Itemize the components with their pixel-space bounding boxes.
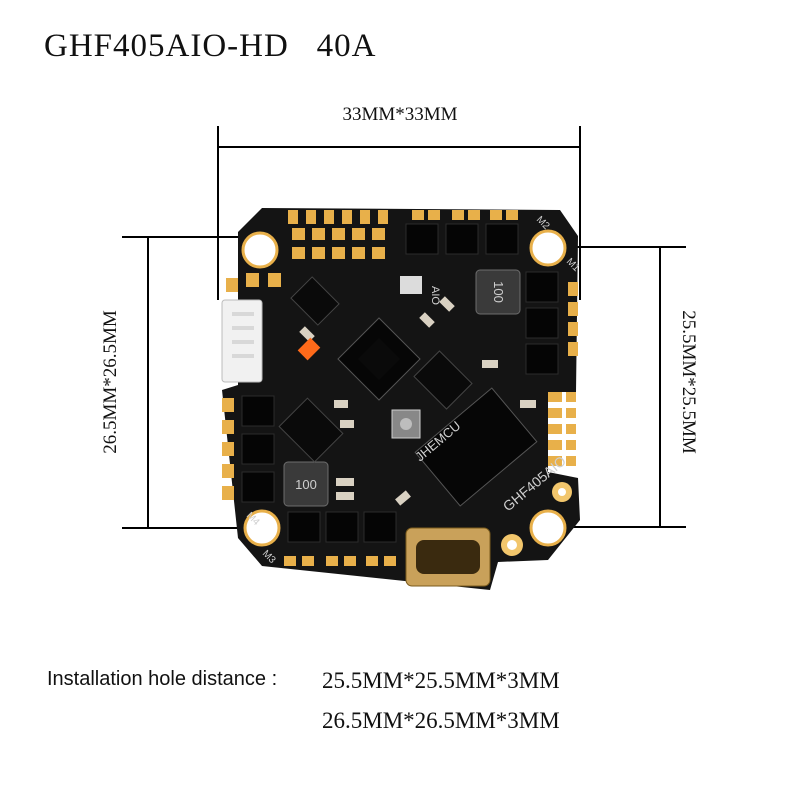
motor-pads-left [222, 398, 234, 500]
mounting-holes [241, 229, 572, 556]
motor-pads-top [412, 210, 518, 220]
mcu-chip [414, 387, 538, 507]
mount-hole-bottom-right [529, 509, 567, 547]
installation-label: Installation hole distance : [47, 668, 278, 690]
esc-mosfets [241, 223, 559, 543]
regulator-chip [413, 350, 473, 410]
inductor-top [475, 269, 521, 315]
motor-pads-right [548, 282, 578, 466]
inductor-bottom-label: 100 [295, 477, 317, 492]
page-title: GHF405AIO-HD 40A [44, 28, 377, 64]
inductor-top-label: 100 [491, 281, 506, 303]
motor-pads-bottom [284, 556, 396, 566]
mount-hole-top-right [529, 229, 567, 267]
osd-chip [278, 397, 344, 463]
aio-silkscreen: AIO [429, 286, 441, 305]
board-width-label: 33MM*33MM [342, 104, 458, 125]
status-led [297, 337, 321, 361]
inductors [283, 269, 521, 507]
inductor-bottom [283, 461, 329, 507]
mount-hole-top-left [241, 231, 279, 269]
sensor-module [400, 276, 422, 294]
mount-hole-bottom-left [243, 509, 281, 547]
installation-value-1: 25.5MM*25.5MM*3MM [322, 668, 560, 693]
installation-value-2: 26.5MM*26.5MM*3MM [322, 708, 560, 733]
pad-grid-top-left [226, 210, 388, 292]
smd-components [299, 296, 536, 506]
chips [278, 276, 538, 507]
baro-chip [290, 276, 340, 326]
